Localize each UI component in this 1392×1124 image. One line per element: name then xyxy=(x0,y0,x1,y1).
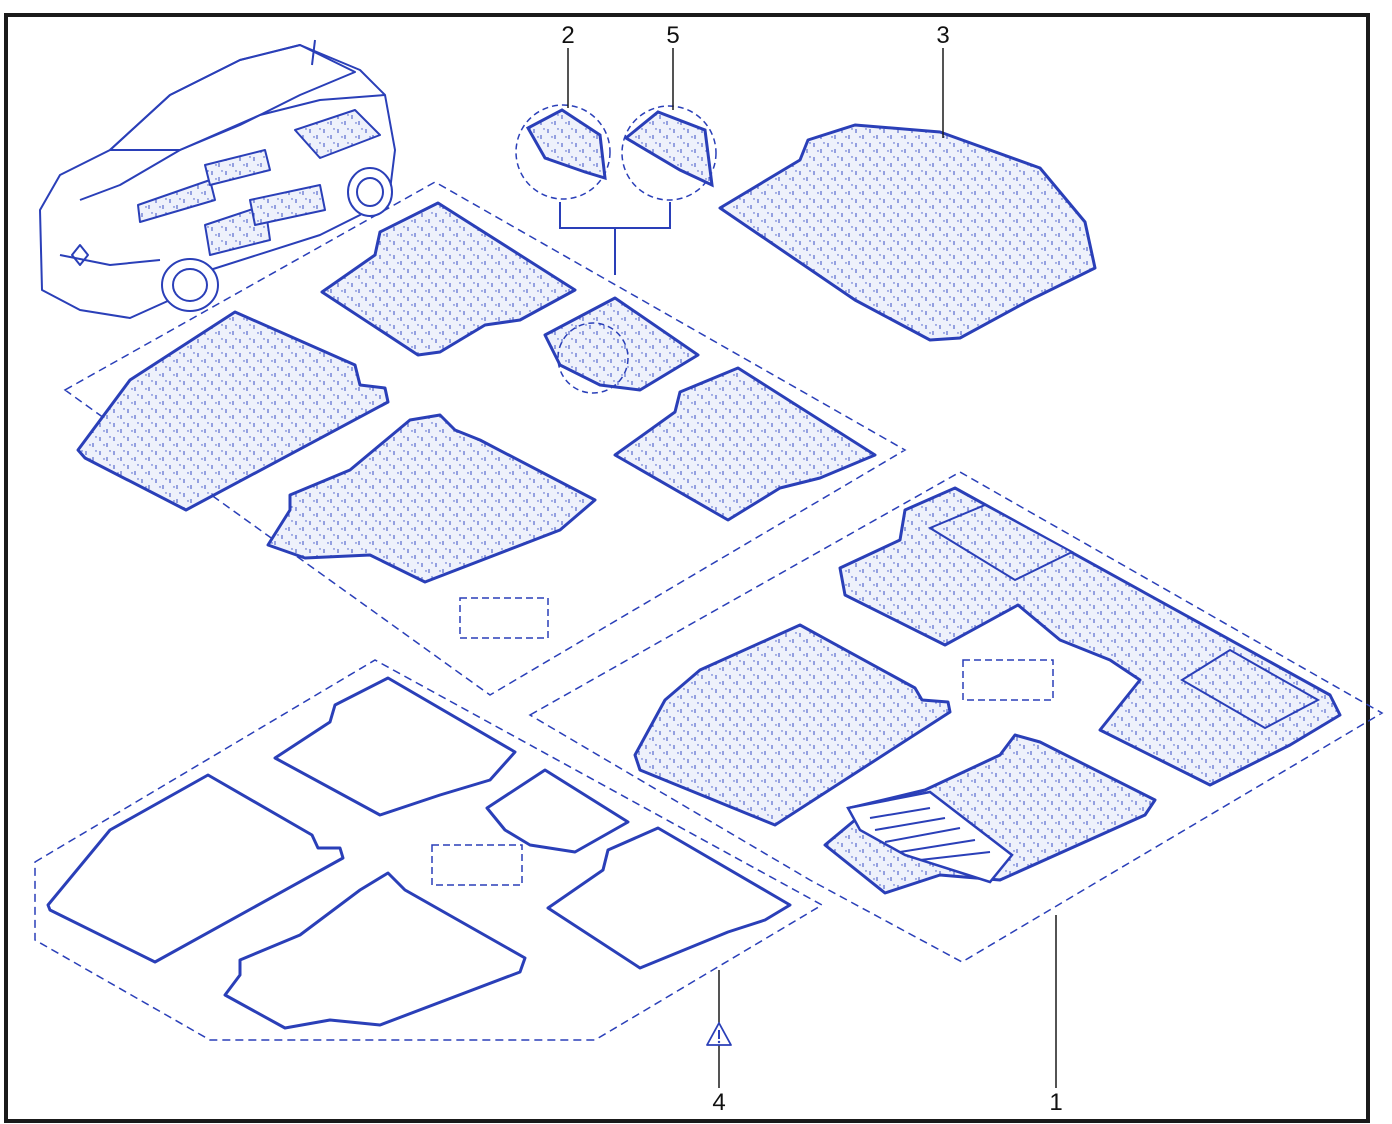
heel-pad-ridges xyxy=(869,807,991,861)
dashed-outline-lower-set xyxy=(34,659,824,1041)
mat-lower-front-left xyxy=(46,773,345,964)
mat-long-rear xyxy=(838,486,1342,787)
trunk-mat xyxy=(718,123,1097,342)
mat-front-right xyxy=(266,413,597,584)
mat-lower-rear-right xyxy=(546,826,792,970)
mat-rear-left xyxy=(320,201,577,357)
callout-4: 4 xyxy=(712,1089,725,1116)
detail-circles xyxy=(515,104,717,275)
callout-1: 1 xyxy=(1049,1089,1062,1116)
callout-5: 5 xyxy=(666,22,679,49)
dashed-outline-upper-set xyxy=(63,181,907,696)
bracket-2-5 xyxy=(559,202,671,275)
mat-long-rear-pad-right xyxy=(1180,648,1321,730)
mat-long-rear-pad-left xyxy=(927,503,1075,582)
car-illustration-icon xyxy=(39,39,396,319)
label-placeholder-lower xyxy=(431,844,523,886)
mat-lower-front-right xyxy=(223,871,527,1030)
detail-circle-2 xyxy=(515,104,611,200)
mat-lower-rear-left xyxy=(273,676,517,817)
label-placeholder-upper xyxy=(459,597,549,639)
detail-circle-5 xyxy=(621,105,717,201)
label-placeholder-right xyxy=(962,659,1054,701)
detail-ring-center xyxy=(557,322,629,394)
callout-2: 2 xyxy=(561,22,574,49)
detail-edge-2 xyxy=(525,108,607,181)
mat-set-upper xyxy=(63,181,907,696)
mat-lower-center xyxy=(485,768,630,854)
detail-edge-5 xyxy=(623,110,714,188)
mat-front-left-right-set xyxy=(633,623,952,827)
mat-set-lower xyxy=(34,659,824,1041)
mat-front-left xyxy=(76,310,390,512)
callout-3: 3 xyxy=(936,22,949,49)
warning-triangle-icon xyxy=(706,1022,732,1046)
mat-rear-right xyxy=(613,366,877,522)
mat-center-tunnel xyxy=(543,296,700,392)
dashed-outline-right-set xyxy=(528,471,1384,963)
mat-set-right xyxy=(528,471,1384,963)
